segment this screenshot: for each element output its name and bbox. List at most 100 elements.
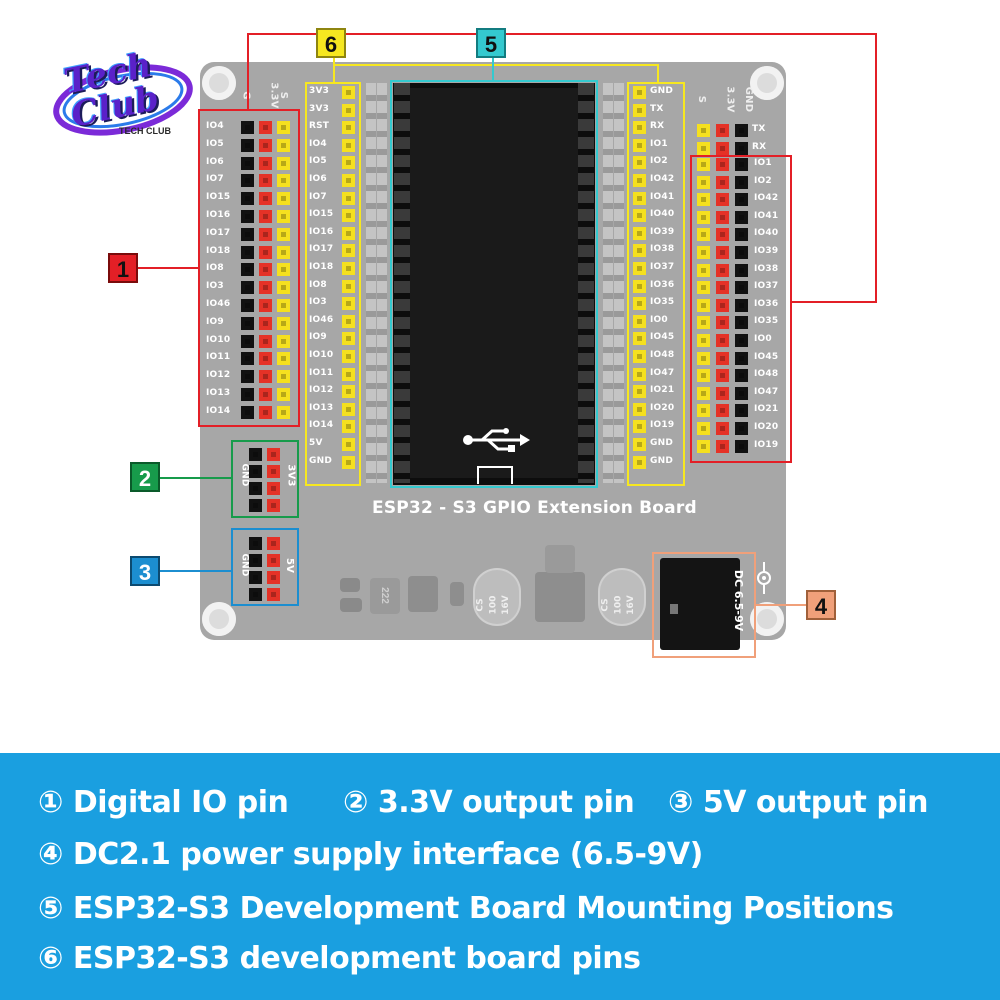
right-inner-label-1: TX xyxy=(650,103,664,114)
right-header-top-gnd-pin-0 xyxy=(735,124,748,137)
left-header-signal-pin-12 xyxy=(277,334,290,348)
gray-socket-strip-0-0 xyxy=(366,83,376,483)
right-header-signal-pin-7 xyxy=(697,281,710,295)
left-header-33v-pin-6 xyxy=(259,227,272,241)
left-header-gnd-pin-7 xyxy=(241,245,254,259)
left-inner-label-15: IO10 xyxy=(309,350,334,360)
right-header-gnd-pin-7 xyxy=(735,281,748,295)
left-header-gnd-pin-6 xyxy=(241,227,254,241)
left-header-signal-pin-10 xyxy=(277,299,290,312)
left-inner-label-11: IO8 xyxy=(309,279,327,290)
right-header-33v-pin-14 xyxy=(716,404,729,418)
left-inner-label-9: IO17 xyxy=(309,244,334,255)
electrolytic-cap-1 xyxy=(473,568,521,626)
right-header-gnd-pin-10 xyxy=(735,334,748,347)
leader-2 xyxy=(160,477,231,479)
left-inner-label-6: IO7 xyxy=(309,191,327,202)
left-header-signal-pin-5 xyxy=(277,210,290,223)
power-33v-v-pin-1 xyxy=(267,465,280,478)
right-inner-label-5: IO42 xyxy=(650,174,675,184)
left-header-33v-pin-7 xyxy=(259,245,272,259)
right-header-33v-pin-2 xyxy=(716,193,729,207)
inductor xyxy=(370,578,400,614)
right-header-signal-pin-11 xyxy=(697,351,710,365)
left-header-label-9: IO3 xyxy=(206,281,224,292)
right-header-signal-pin-4 xyxy=(697,228,710,242)
left-header-col-label-2: S xyxy=(278,91,290,100)
right-header-33v-pin-4 xyxy=(716,228,729,242)
power-33v-v-pin-3 xyxy=(267,499,280,512)
right-inner-pin-16 xyxy=(633,367,646,381)
left-header-gnd-pin-1 xyxy=(241,138,254,152)
left-header-label-14: IO12 xyxy=(206,370,231,381)
right-header-col-label-1: 3.3V xyxy=(724,86,736,113)
right-header-top-signal-pin-1 xyxy=(697,142,710,155)
left-header-signal-pin-7 xyxy=(277,245,290,259)
cap2-text-2: 100 xyxy=(613,595,624,615)
power-5v-v-pin-0 xyxy=(267,537,280,550)
esp32-pin-strip-1 xyxy=(578,83,594,483)
left-header-gnd-pin-9 xyxy=(241,281,254,295)
right-header-signal-pin-12 xyxy=(697,369,710,383)
cap1-text-3: 16V xyxy=(500,595,511,615)
leader-top-red-right xyxy=(875,33,877,303)
inductor-label: 222 xyxy=(378,587,390,604)
left-inner-label-10: IO18 xyxy=(309,262,334,272)
left-header-gnd-pin-11 xyxy=(241,316,254,330)
right-inner-label-6: IO41 xyxy=(650,191,675,202)
right-inner-label-2: RX xyxy=(650,121,665,132)
cap2-text-1: CS xyxy=(600,598,611,612)
left-header-signal-pin-6 xyxy=(277,227,290,241)
callout-3-box xyxy=(231,528,299,606)
legend-text-2: 3.3V output pin xyxy=(377,785,635,820)
callout-1-box xyxy=(198,109,300,427)
power-5v-gnd-pin-1 xyxy=(249,554,262,567)
esp32-socket-inner xyxy=(410,88,578,478)
power-5v-gnd-pin-3 xyxy=(249,588,262,601)
dc-polarity-icon xyxy=(752,560,776,596)
left-header-33v-pin-16 xyxy=(259,405,272,419)
left-header-label-10: IO46 xyxy=(206,299,231,309)
left-header-33v-pin-10 xyxy=(259,299,272,312)
right-header-gnd-pin-9 xyxy=(735,316,748,330)
left-header-gnd-pin-5 xyxy=(241,210,254,223)
right-header-top-gnd-pin-1 xyxy=(735,142,748,155)
left-header-gnd-pin-13 xyxy=(241,352,254,366)
right-inner-pin-12 xyxy=(633,297,646,311)
right-header-label-4: IO40 xyxy=(754,228,779,239)
left-header-33v-pin-11 xyxy=(259,316,272,330)
legend-text-1: Digital IO pin xyxy=(72,785,289,820)
right-header-gnd-pin-14 xyxy=(735,404,748,418)
right-header-label-13: IO47 xyxy=(754,386,779,397)
leader-top-red-left xyxy=(247,33,249,109)
left-inner-label-1: 3V3 xyxy=(309,103,330,114)
right-inner-pin-18 xyxy=(633,402,646,416)
callout-right-io-box xyxy=(690,155,792,463)
leader-5 xyxy=(492,56,494,80)
right-header-label-14: IO21 xyxy=(754,404,779,415)
right-header-signal-pin-13 xyxy=(697,386,710,400)
right-header-col-label-2: GND xyxy=(743,86,755,113)
left-header-label-6: IO17 xyxy=(206,227,231,238)
left-header-gnd-pin-15 xyxy=(241,388,254,401)
right-inner-pin-10 xyxy=(633,262,646,275)
legend-text-4: DC2.1 power supply interface (6.5-9V) xyxy=(72,837,703,872)
leader-1 xyxy=(138,267,198,269)
right-header-gnd-pin-16 xyxy=(735,439,748,453)
legend-text-3: 5V output pin xyxy=(702,785,929,820)
callout-2-tag: 2 xyxy=(130,462,160,492)
power-33v-gnd-pin-0 xyxy=(249,448,262,461)
right-header-signal-pin-6 xyxy=(697,263,710,277)
right-inner-label-12: IO35 xyxy=(650,297,675,308)
left-inner-label-20: 5V xyxy=(309,438,323,448)
left-header-33v-pin-1 xyxy=(259,138,272,152)
right-header-label-7: IO37 xyxy=(754,281,779,292)
right-inner-label-11: IO36 xyxy=(650,279,675,290)
mounting-hole-top-left xyxy=(202,66,236,100)
right-inner-label-17: IO21 xyxy=(650,385,675,396)
right-inner-label-0: GND xyxy=(650,86,673,96)
right-header-33v-pin-12 xyxy=(716,369,729,383)
left-header-label-2: IO6 xyxy=(206,156,224,167)
right-header-gnd-pin-4 xyxy=(735,228,748,242)
right-inner-label-3: IO1 xyxy=(650,138,668,149)
